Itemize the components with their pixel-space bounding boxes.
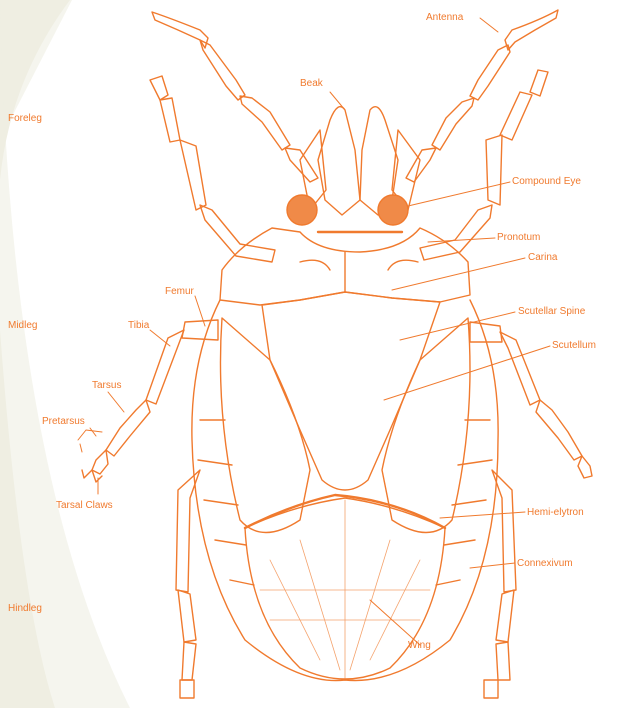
- antenna-left: [152, 12, 318, 182]
- label-hemi-elytron: Hemi-elytron: [527, 507, 584, 519]
- label-midleg: Midleg: [8, 320, 37, 332]
- leader-lines: [90, 18, 550, 645]
- label-wing: Wing: [408, 640, 431, 652]
- hemi-elytron-right: [382, 318, 470, 533]
- label-antenna: Antenna: [426, 12, 463, 24]
- hindleg-right: [484, 470, 516, 698]
- label-pronotum: Pronotum: [497, 232, 540, 244]
- foreleg-left: [150, 76, 275, 262]
- label-beak: Beak: [300, 78, 323, 90]
- label-carina: Carina: [528, 252, 557, 264]
- antenna-right: [406, 10, 558, 182]
- compound-eye-left: [287, 195, 317, 225]
- background-panel-left: [0, 0, 130, 708]
- label-tarsus: Tarsus: [92, 380, 121, 392]
- midleg-left: [92, 320, 218, 474]
- compound-eye-right: [378, 195, 408, 225]
- label-foreleg: Foreleg: [8, 113, 42, 125]
- tarsal-claws: [82, 470, 102, 482]
- label-scutellum: Scutellum: [552, 340, 596, 352]
- hemi-elytron-left: [220, 318, 310, 533]
- label-femur: Femur: [165, 286, 194, 298]
- hindleg-left: [176, 470, 200, 698]
- label-pretarsus: Pretarsus: [42, 416, 85, 428]
- label-hindleg: Hindleg: [8, 603, 42, 615]
- label-tibia: Tibia: [128, 320, 149, 332]
- carina: [300, 252, 418, 292]
- label-connexivum: Connexivum: [517, 558, 573, 570]
- scutellum: [262, 292, 440, 490]
- pretarsus-bracket: [78, 430, 102, 452]
- label-tarsal-claws: Tarsal Claws: [56, 500, 113, 512]
- label-compound-eye: Compound Eye: [512, 176, 581, 188]
- label-scutellar-spine: Scutellar Spine: [518, 306, 585, 318]
